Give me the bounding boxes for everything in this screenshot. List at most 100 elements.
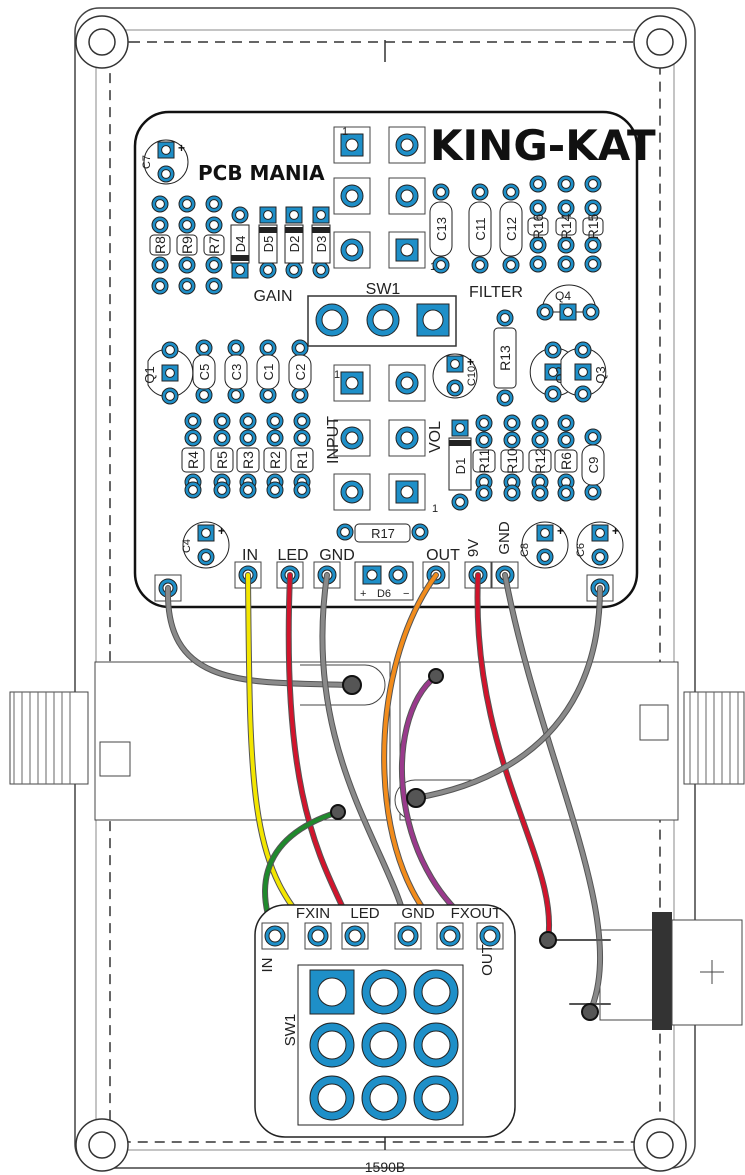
corner-screw-tl <box>75 15 129 69</box>
pad <box>502 183 520 201</box>
svg-text:+: + <box>557 524 564 538</box>
pad <box>557 414 575 432</box>
resistor-r11-label: R11 <box>476 448 492 473</box>
capacitor-c11: C11 <box>468 201 492 257</box>
resistor-r8: R8 <box>149 216 171 274</box>
transistor-q4: Q4 <box>536 284 600 321</box>
electrolytic-c6: +C6 <box>575 521 624 569</box>
pad <box>471 256 489 274</box>
r17-pad-b <box>411 523 429 541</box>
pad <box>151 277 169 295</box>
resistor-r7: R7 <box>203 216 225 274</box>
gain-pot-left-pin-2 <box>333 177 371 215</box>
svg-text:Q4: Q4 <box>555 289 571 303</box>
pad <box>531 484 549 502</box>
pad <box>293 481 311 499</box>
sw1-label: SW1 <box>366 281 401 298</box>
header-gnd-label: GND <box>319 547 355 564</box>
svg-text:+: + <box>178 141 185 155</box>
resistor-r9-pad-b <box>178 256 196 274</box>
corner-screw-br <box>633 1118 687 1172</box>
plus-pad <box>446 355 464 373</box>
resistor-r15: R15 <box>582 199 604 254</box>
resistor-r2-pad-a <box>266 429 284 447</box>
svg-text:+: + <box>218 524 225 538</box>
svg-text:D2: D2 <box>287 236 302 253</box>
pad <box>178 277 196 295</box>
wire-end-dots <box>330 668 599 1021</box>
diode-pad-a <box>231 206 249 224</box>
pad <box>259 339 277 357</box>
resistor-r9: R9 <box>176 216 198 274</box>
diode-pad-b <box>231 261 249 279</box>
p <box>161 364 179 382</box>
pot-pin1-marker: 1 <box>342 126 348 138</box>
input-label: INPUT <box>325 416 342 464</box>
switchboard-pad-led <box>341 922 369 950</box>
diode-d2: D2 <box>284 206 304 279</box>
pad <box>529 175 547 193</box>
resistor-r15-label: R15 <box>585 213 601 239</box>
resistor-r13: R13 <box>493 309 517 407</box>
minus-pad <box>591 548 609 566</box>
plus-pad <box>591 524 609 542</box>
diode-d5: D5 <box>258 206 278 279</box>
gain-label: GAIN <box>253 288 292 305</box>
pad <box>239 412 257 430</box>
resistor-r6-pad-a <box>557 431 575 449</box>
pot-pin1-marker: 1 <box>432 503 438 515</box>
corner-screw-bl <box>75 1118 129 1172</box>
d6-plus: + <box>360 588 366 600</box>
switchboard-pad-out <box>476 922 504 950</box>
pad <box>557 175 575 193</box>
resistor-r4-pad-a <box>184 429 202 447</box>
resistor-r5-pad-a <box>213 429 231 447</box>
p <box>161 341 179 359</box>
p <box>544 385 562 403</box>
d6-minus: − <box>403 588 409 600</box>
pad <box>531 414 549 432</box>
gain-pot-left-pin-1 <box>333 126 371 164</box>
resistor-r11-pad-a <box>475 431 493 449</box>
capacitor-c9: C9 <box>581 444 605 486</box>
minus-pad <box>197 548 215 566</box>
switch-lug <box>361 1075 407 1121</box>
resistor-r6: R6 <box>554 431 578 491</box>
plus-pad <box>157 141 175 159</box>
svg-text:C9: C9 <box>586 457 601 474</box>
pad <box>584 175 602 193</box>
switch-lug <box>413 1075 459 1121</box>
header-gnd2-label: GND <box>496 521 513 555</box>
capacitor-c1: C1 <box>256 354 280 390</box>
minus-pad <box>446 379 464 397</box>
pad <box>195 339 213 357</box>
pad <box>227 386 245 404</box>
p <box>574 341 592 359</box>
resistor-r3: R3 <box>236 429 260 491</box>
p <box>161 387 179 405</box>
input-pot-pin-2 <box>333 419 371 457</box>
resistor-r12-label: R12 <box>532 448 548 474</box>
resistor-r13-pad-a <box>496 309 514 327</box>
resistor-r16-label: R16 <box>530 213 546 239</box>
p <box>574 385 592 403</box>
resistor-r15-pad-a <box>584 199 602 217</box>
resistor-r11: R11 <box>472 431 496 491</box>
resistor-r4: R4 <box>181 429 205 491</box>
svg-text:C11: C11 <box>473 218 488 241</box>
pcb-title: KING-KAT <box>430 121 656 170</box>
resistor-r6-label: R6 <box>558 452 574 470</box>
svg-text:C12: C12 <box>504 217 519 241</box>
resistor-r16: R16 <box>527 199 549 254</box>
brand-text: PCB MANIA <box>198 161 325 185</box>
diode-d1: D1 <box>448 419 472 511</box>
dc-jack <box>599 912 743 1030</box>
capacitor-c12: C12 <box>499 201 523 257</box>
pad <box>213 481 231 499</box>
minus-pad <box>536 548 554 566</box>
pad <box>471 183 489 201</box>
diode-pad-b <box>259 261 277 279</box>
resistor-r13-label: R13 <box>497 345 513 371</box>
resistor-r14-pad-a <box>557 199 575 217</box>
svg-text:D4: D4 <box>233 236 248 253</box>
